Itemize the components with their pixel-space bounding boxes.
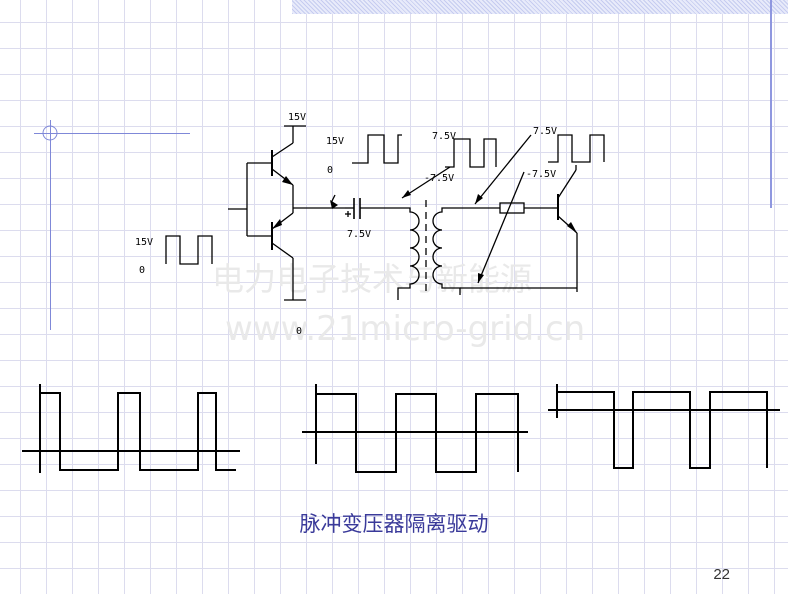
label-capacitor-voltage: 7.5V	[347, 229, 371, 240]
right-decor-line	[770, 0, 772, 208]
label-supply-bottom: 0	[296, 326, 302, 337]
primary-pulse-wave	[445, 138, 497, 168]
transformer-primary	[397, 207, 420, 300]
coupling-capacitor	[345, 198, 398, 219]
waveform-right	[548, 384, 780, 469]
label-secondary-high: 7.5V	[533, 126, 557, 137]
push-pull-pulse-wave	[352, 134, 402, 164]
label-primary-high: 7.5V	[432, 131, 456, 142]
left-decor-vertical-line	[50, 120, 51, 330]
watermark-text-cn: 电力电子技术与新能源	[212, 260, 532, 298]
transformer-secondary	[432, 207, 500, 295]
output-transistor	[552, 165, 578, 292]
gate-resistor	[499, 202, 525, 214]
label-push-pull-high: 15V	[326, 136, 344, 147]
decor-circle	[42, 125, 58, 141]
upper-transistor	[247, 142, 294, 186]
watermark-text-url: www.21micro-grid.cn	[225, 309, 585, 349]
label-supply-top: 15V	[288, 112, 306, 123]
page-number: 22	[713, 566, 730, 583]
waveform-left	[22, 384, 240, 473]
lower-transistor	[247, 212, 294, 259]
waveform-middle	[302, 384, 528, 473]
label-primary-low: -7.5V	[424, 173, 454, 184]
label-input-low: 0	[139, 265, 145, 276]
secondary-pulse-wave	[548, 134, 605, 163]
annotation-arrows	[401, 134, 532, 284]
label-push-pull-low: 0	[327, 165, 333, 176]
top-decor-band	[292, 0, 788, 14]
label-input-high: 15V	[135, 237, 153, 248]
label-secondary-low: -7.5V	[526, 169, 556, 180]
input-pulse-wave	[165, 235, 213, 265]
left-decor-horizontal-line	[34, 133, 190, 134]
slide-caption: 脉冲变压器隔离驱动	[299, 512, 489, 536]
